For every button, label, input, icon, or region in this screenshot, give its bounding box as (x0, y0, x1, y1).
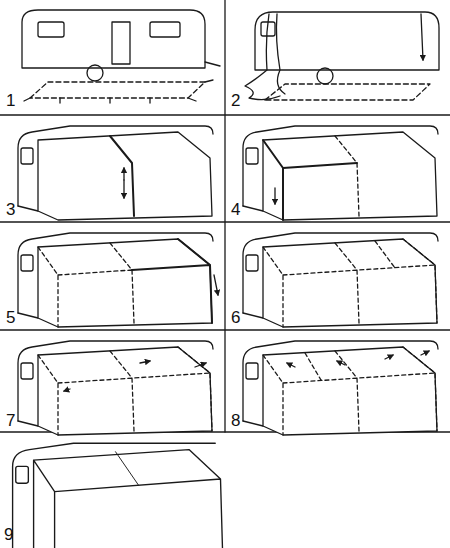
awning-step (243, 233, 438, 327)
awning-step (18, 126, 213, 220)
step-number: 9 (4, 526, 13, 543)
step-number: 5 (6, 309, 15, 326)
step-number: 4 (231, 201, 240, 218)
step-number: 8 (231, 412, 240, 429)
step-number: 3 (6, 201, 15, 218)
awning-step (243, 126, 438, 220)
awning-step (18, 341, 213, 435)
step-number: 6 (231, 309, 240, 326)
awning-finished (13, 443, 223, 548)
step-number: 2 (231, 92, 240, 109)
step-number: 7 (6, 412, 15, 429)
awning-step (243, 341, 438, 435)
canvas-on-roof (245, 12, 439, 100)
step-number: 1 (6, 92, 15, 109)
awning-step (18, 233, 218, 327)
caravan-side (22, 10, 220, 103)
